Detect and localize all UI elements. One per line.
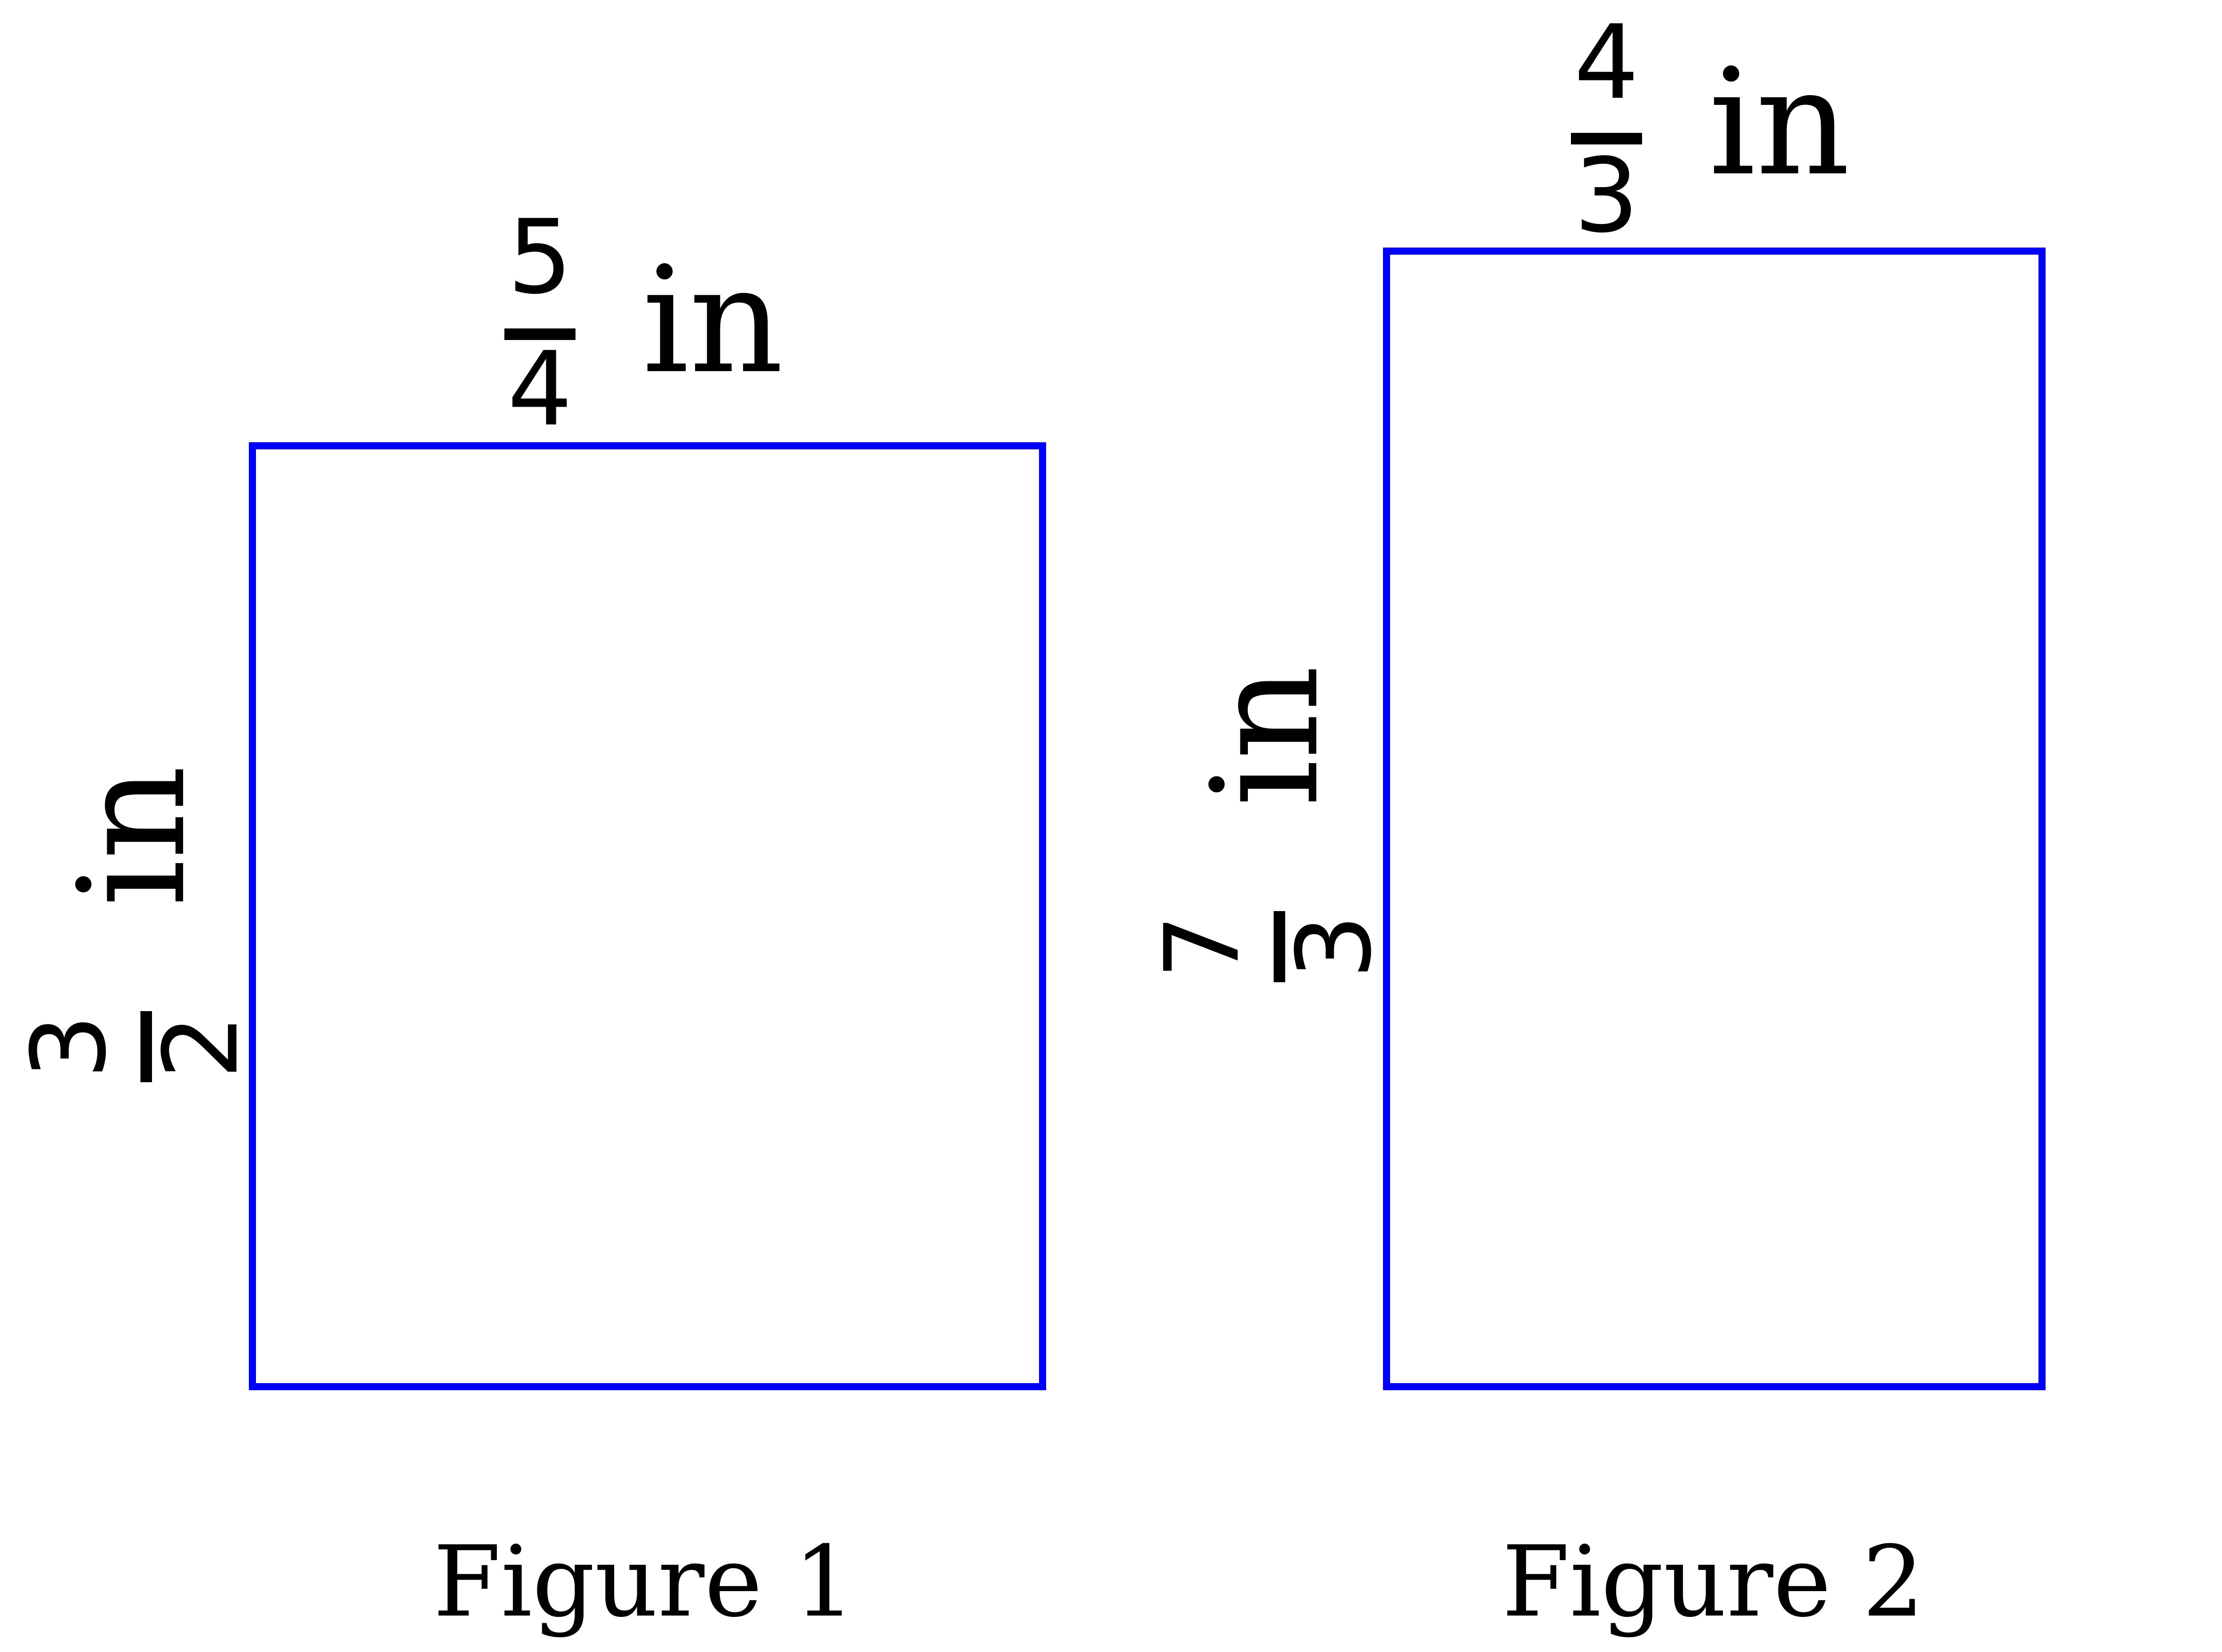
figure-2-width-denominator: 3 bbox=[1574, 137, 1639, 256]
figure-1-rectangle bbox=[249, 442, 1046, 1390]
figure-1: 5 4 in 3 2 in Figure 1 bbox=[10, 198, 1046, 1639]
figure-2-caption: Figure 2 bbox=[1502, 1525, 1925, 1639]
figure-2-rectangle bbox=[1383, 248, 2046, 1390]
figure-2-height-denominator: 3 bbox=[1275, 914, 1394, 979]
figure-1-width-numerator: 5 bbox=[508, 198, 572, 317]
figure-1-height-numerator: 3 bbox=[10, 1014, 129, 1079]
figure-2-height-unit: in bbox=[1180, 665, 1351, 807]
figure-1-caption: Figure 1 bbox=[433, 1525, 856, 1639]
figure-2-height-numerator: 7 bbox=[1143, 914, 1262, 979]
figure-2-width-unit: in bbox=[1709, 37, 1850, 208]
figure-1-width-label: 5 4 in bbox=[504, 198, 783, 449]
figure-2-height-label: 7 3 in bbox=[1143, 665, 1394, 982]
figure-2-width-numerator: 4 bbox=[1574, 4, 1639, 122]
figure-1-width-unit: in bbox=[642, 235, 783, 406]
figure-1-height-label: 3 2 in bbox=[10, 765, 261, 1082]
figure-1-width-denominator: 4 bbox=[508, 330, 572, 449]
figure-2: 4 3 in 7 3 in Figure 2 bbox=[1143, 4, 2046, 1639]
figure-1-height-denominator: 2 bbox=[142, 1014, 261, 1079]
figure-1-height-unit: in bbox=[47, 765, 218, 907]
figure-2-width-label: 4 3 in bbox=[1571, 4, 1850, 256]
